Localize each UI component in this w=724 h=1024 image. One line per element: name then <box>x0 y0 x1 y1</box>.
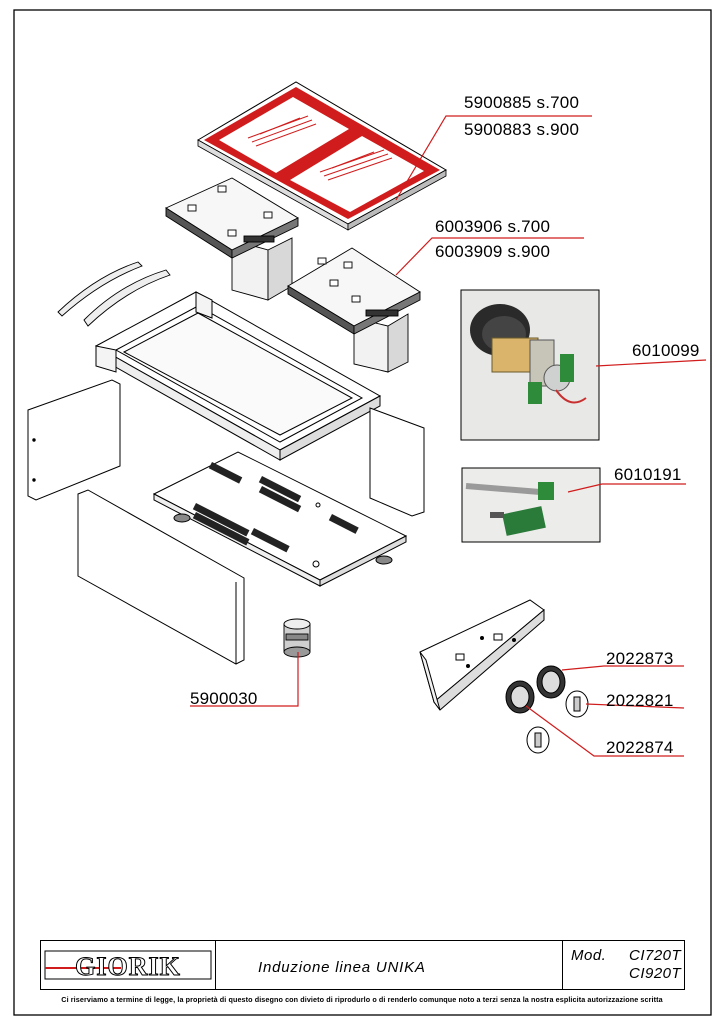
logo-cell: GIORIK <box>41 941 216 989</box>
sheet-border <box>13 9 712 1016</box>
adjustable-foot <box>283 618 311 658</box>
leader-lines <box>190 115 707 757</box>
front-panel <box>77 489 245 665</box>
title-block: GIORIK Induzione linea UNIKA Mod. CI720T… <box>40 940 685 990</box>
callout-induction-700: 6003906 s.700 <box>435 217 551 236</box>
giorik-logo: GIORIK <box>44 950 212 982</box>
callout-induction-900: 6003909 s.900 <box>435 242 551 261</box>
model-label: Mod. <box>571 947 607 964</box>
description-cell: Induzione linea UNIKA <box>216 941 563 989</box>
glass-top <box>196 81 448 231</box>
control-board-photo <box>461 467 601 543</box>
side-panel-left <box>27 379 121 501</box>
chassis-top-frame <box>94 291 382 461</box>
knob-cap-2 <box>526 726 550 754</box>
callout-foot: 5900030 <box>190 689 258 708</box>
side-brackets <box>57 261 171 327</box>
callout-knob-2: 2022874 <box>606 738 674 757</box>
drawing-description: Induzione linea UNIKA <box>258 959 426 976</box>
bottom-plate <box>152 451 408 587</box>
fan-motor-photo <box>460 289 600 441</box>
model-cell: Mod. CI720T CI920T <box>563 941 684 989</box>
control-panel <box>419 599 545 711</box>
model-2: CI920T <box>629 965 682 982</box>
knob-bezel-2 <box>505 680 535 714</box>
logo-text: GIORIK <box>75 952 181 981</box>
callout-knob-ring: 2022873 <box>606 649 674 668</box>
induction-module-left <box>165 177 299 301</box>
copyright-notice: Ci riserviamo a termine di legge, la pro… <box>61 995 663 1004</box>
callout-glass-top-900: 5900883 s.900 <box>464 120 580 139</box>
callout-control-board: 6010191 <box>614 465 682 484</box>
model-1: CI720T <box>629 947 682 964</box>
induction-module-right <box>287 247 421 373</box>
side-panel-right <box>369 407 425 517</box>
callout-knob: 2022821 <box>606 691 674 710</box>
callout-fan-motor: 6010099 <box>632 341 700 360</box>
knob-cap-1 <box>565 690 589 718</box>
callout-glass-top-700: 5900885 s.700 <box>464 93 580 112</box>
knob-bezel-1 <box>536 665 566 699</box>
